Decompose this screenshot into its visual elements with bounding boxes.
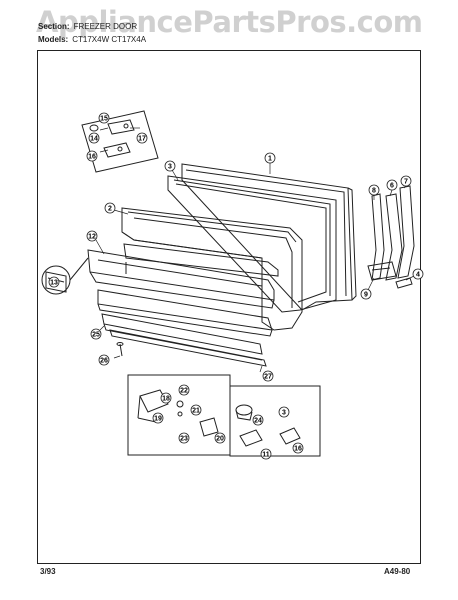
callout-27: 27 [262,370,274,382]
hinge-bracket-top [107,119,135,135]
callout-21: 21 [190,404,202,416]
hinge-plate [367,261,397,281]
bottom-right-inset [229,385,321,457]
callout-6: 6 [386,179,398,191]
models-value: CT17X4W CT17X4A [72,35,147,44]
callout-number: 17 [138,136,146,143]
door-shelf [87,249,275,309]
callout-number: 16 [294,446,302,453]
models-label: Models: [38,35,69,44]
callout-14: 14 [88,132,100,144]
callout-number: 18 [162,396,170,403]
callout-number: 19 [154,416,162,423]
callout-22: 22 [178,384,190,396]
section-value: FREEZER DOOR [73,22,138,31]
callout-number: 7 [404,179,408,186]
callout-3: 3 [164,160,176,172]
door-handle-left [371,193,385,281]
callout-number: 6 [390,183,394,190]
models-header: Models:CT17X4W CT17X4A [38,35,146,44]
callout-number: 15 [100,116,108,123]
callout-18: 18 [160,392,172,404]
screw-part [116,342,124,357]
callout-number: 26 [100,358,108,365]
door-handle-right [397,185,415,279]
callout-25: 25 [90,328,102,340]
callout-number: 11 [262,452,270,459]
outer-door-panel [181,163,357,311]
callout-number: 20 [216,436,224,443]
bottom-trim-strip [101,313,263,361]
callout-number: 27 [264,374,272,381]
callout-17: 17 [136,132,148,144]
magnified-detail [41,257,89,295]
hinge-bracket-bottom [103,142,131,158]
hinge-washer [89,124,99,132]
callout-26: 26 [98,354,110,366]
callout-number: 9 [364,292,368,299]
shelf-retainer [97,289,273,337]
footer-code: A49-80 [384,567,411,576]
footer-date: 3/93 [40,567,56,576]
bottom-hinge-bracket [137,389,219,437]
callout-number: 23 [180,436,188,443]
callout-number: 22 [180,388,188,395]
callout-4: 4 [412,268,424,280]
callout-number: 13 [50,280,58,287]
callout-3b: 3 [278,406,290,418]
section-header: Section:FREEZER DOOR [38,22,137,31]
callout-9: 9 [360,288,372,300]
callout-7: 7 [400,175,412,187]
bottom-breaker-strip [109,329,267,367]
diagram-frame [37,50,421,564]
callout-15: 15 [98,112,110,124]
callout-number: 1 [268,156,272,163]
callout-8: 8 [368,184,380,196]
callout-number: 3 [282,410,286,417]
cam-and-clips [235,404,301,447]
inner-door-liner [121,207,303,331]
callout-2: 2 [104,202,116,214]
callout-number: 21 [192,408,200,415]
callout-number: 4 [416,272,420,279]
callout-number: 25 [92,332,100,339]
bottom-left-inset [127,374,231,456]
callout-number: 16 [88,154,96,161]
callout-number: 3 [168,164,172,171]
door-gasket [167,175,337,313]
callout-number: 24 [254,418,262,425]
section-label: Section: [38,22,70,31]
callout-number: 12 [88,234,96,241]
callout-13: 13 [48,276,60,288]
callout-19: 19 [152,412,164,424]
callout-1: 1 [264,152,276,164]
callout-number: 2 [108,206,112,213]
callout-16a: 16 [86,150,98,162]
callout-23: 23 [178,432,190,444]
hinge-pin [395,277,413,289]
callout-number: 8 [372,188,376,195]
callout-number: 14 [90,136,98,143]
callout-12: 12 [86,230,98,242]
door-handle-middle [385,193,403,281]
callout-20: 20 [214,432,226,444]
callout-11: 11 [260,448,272,460]
callout-24: 24 [252,414,264,426]
callout-16b: 16 [292,442,304,454]
watermark: AppliancePartsPros.com [36,5,423,39]
callout-group: 1 2 3 4 6 7 8 9 11 12 13 14 15 16 17 18 … [48,112,424,460]
